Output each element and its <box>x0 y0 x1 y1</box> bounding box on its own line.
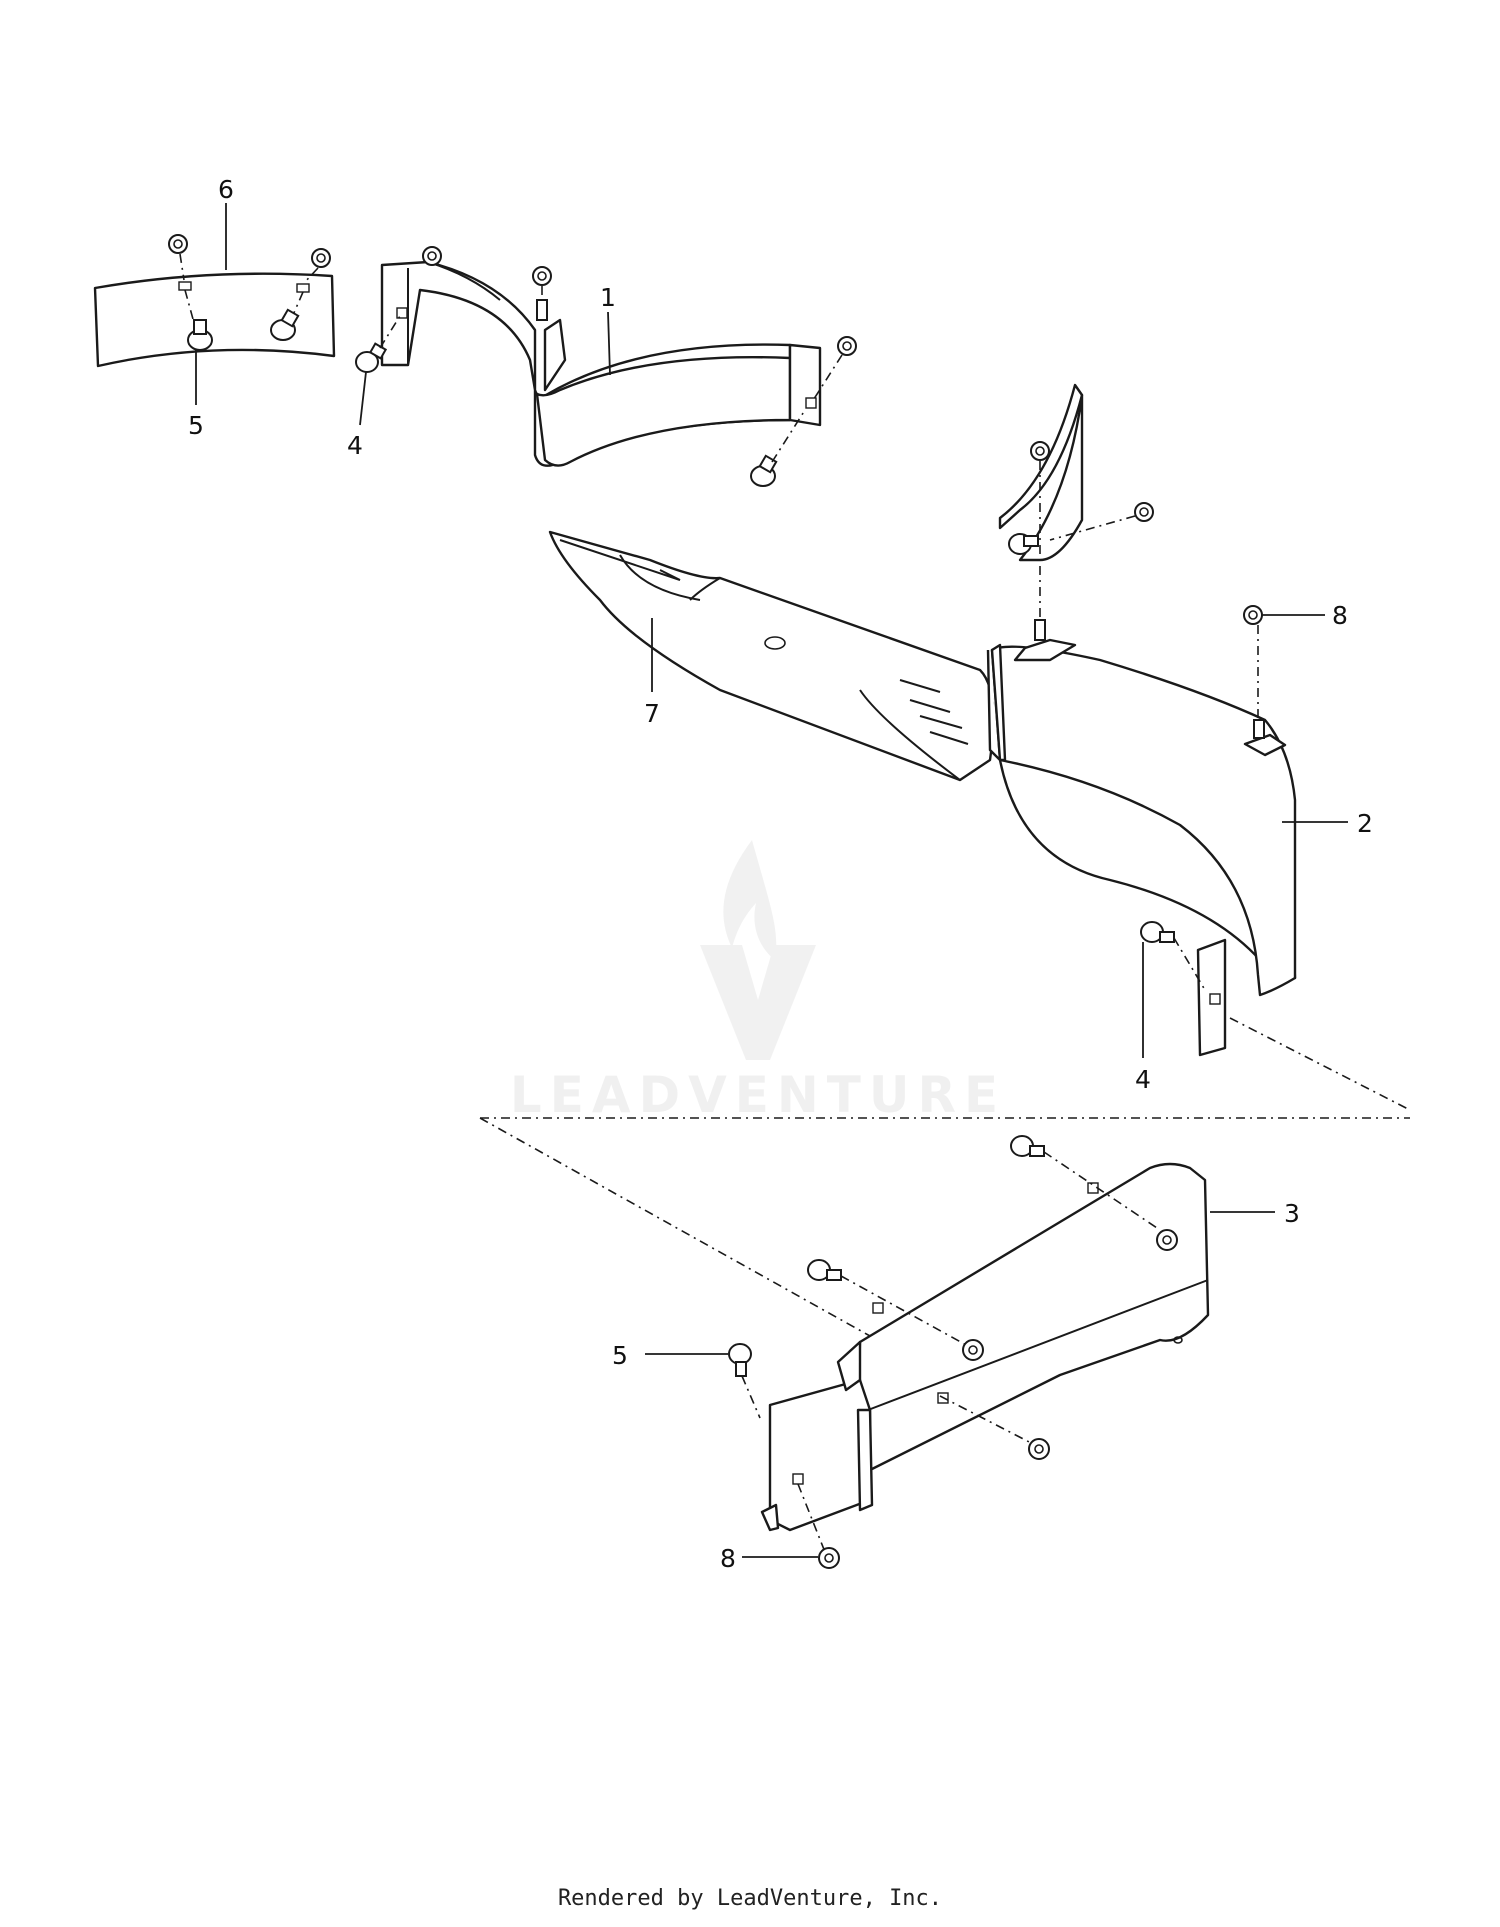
callout-4: 4 <box>347 431 363 460</box>
alignment-lines <box>479 1017 1411 1337</box>
callout-8: 8 <box>720 1544 736 1573</box>
callout-5: 5 <box>188 411 204 440</box>
part-5-carriage-bolts-top <box>187 308 300 351</box>
callout-5: 5 <box>612 1341 628 1370</box>
callout-8: 8 <box>1332 601 1348 630</box>
callout-3: 3 <box>1284 1199 1300 1228</box>
part-1-hardware <box>355 246 857 487</box>
callout-7: 7 <box>644 699 660 728</box>
callout-1: 1 <box>600 283 616 312</box>
leader-lines <box>195 203 1348 1558</box>
callout-2: 2 <box>1357 809 1373 838</box>
callout-labels: 6 5 4 1 7 8 2 4 3 5 8 <box>188 175 1373 1573</box>
callout-4: 4 <box>1135 1065 1151 1094</box>
leadventure-watermark-logo: LEADVENTURE <box>510 840 1006 1124</box>
part-1-baffle <box>380 260 822 467</box>
footer-credit: Rendered by LeadVenture, Inc. <box>557 1886 943 1911</box>
watermark-text: LEADVENTURE <box>510 1066 1006 1124</box>
part-6-plate <box>93 272 336 368</box>
part-2-baffle <box>986 383 1297 1057</box>
part-6-nuts <box>168 234 331 284</box>
callout-6: 6 <box>218 175 234 204</box>
part-3-cover <box>760 1162 1210 1532</box>
part-7-blade <box>548 530 995 782</box>
part-3-hardware <box>728 1135 1178 1569</box>
